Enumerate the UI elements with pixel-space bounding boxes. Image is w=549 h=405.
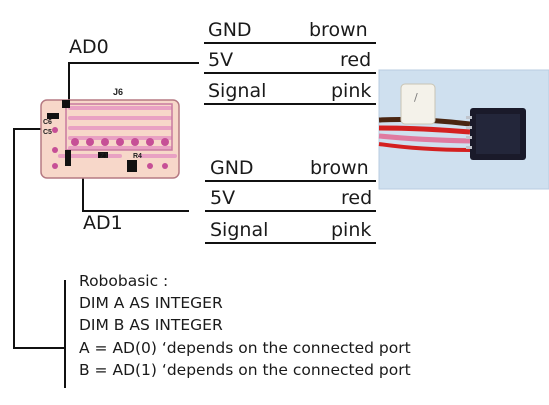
port-label-ad0: AD0 <box>69 36 109 58</box>
underline-gnd-top <box>204 42 376 44</box>
wire-5v-color-bottom: red <box>341 187 373 209</box>
wire-signal-label-top: Signal <box>208 80 267 102</box>
code-line-4: B = AD(1) ‘depends on the connected port <box>79 360 411 379</box>
wire-signal-color-bottom: pink <box>331 219 372 241</box>
underline-gnd-bottom <box>205 180 376 182</box>
wire-signal-label-bottom: Signal <box>210 219 269 241</box>
silk-j6: J6 <box>113 87 123 97</box>
svg-text:/: / <box>414 91 418 104</box>
wire-5v-label-bottom: 5V <box>210 187 236 209</box>
silk-c5: C5 <box>43 129 52 136</box>
sensor-photo: / <box>378 69 549 190</box>
pcb-board <box>40 99 180 179</box>
bracket-top <box>13 128 41 130</box>
silk-z1: Z1 <box>100 153 108 160</box>
code-block: Robobasic : DIM A AS INTEGER DIM B AS IN… <box>79 270 411 381</box>
wire-5v-label-top: 5V <box>208 49 234 71</box>
wire-gnd-label-bottom: GND <box>210 157 254 179</box>
wire-5v-color-top: red <box>340 49 372 71</box>
code-line-2: DIM B AS INTEGER <box>79 316 223 335</box>
ad1-leader-h <box>82 210 189 212</box>
code-header: Robobasic : <box>79 272 169 290</box>
bracket-bottom <box>13 347 66 349</box>
wire-signal-color-top: pink <box>331 80 372 102</box>
port-label-ad1: AD1 <box>83 212 123 234</box>
wire-gnd-label-top: GND <box>208 19 252 41</box>
wire-gnd-color-top: brown <box>309 19 368 41</box>
ad1-leader-v <box>82 176 84 212</box>
silk-r4: R4 <box>133 153 142 160</box>
code-line-1: DIM A AS INTEGER <box>79 294 223 313</box>
underline-5v-top <box>204 72 376 74</box>
ad0-leader-v <box>68 62 70 106</box>
code-brace <box>64 280 66 388</box>
code-line-3: A = AD(0) ‘depends on the connected port <box>79 338 411 357</box>
underline-5v-bottom <box>205 210 376 212</box>
underline-signal-top <box>204 103 376 105</box>
wire-gnd-color-bottom: brown <box>310 157 369 179</box>
bracket-vertical <box>13 128 15 349</box>
silk-c6: C6 <box>43 119 52 126</box>
ad0-leader-h <box>68 62 199 64</box>
underline-signal-bottom <box>205 242 376 244</box>
